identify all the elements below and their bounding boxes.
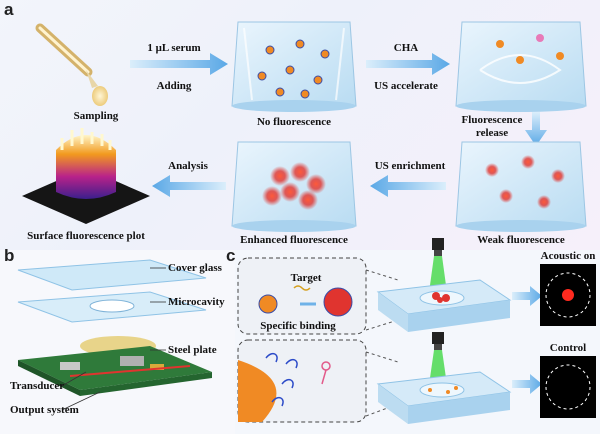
arrow-cha bbox=[366, 53, 450, 75]
label-output-system: Output system bbox=[10, 404, 79, 416]
well-no-fluorescence bbox=[231, 21, 357, 112]
label-adding: Adding bbox=[156, 80, 192, 92]
label-transducer: Transducer bbox=[10, 380, 65, 392]
label-microcavity: Microcavity bbox=[168, 296, 225, 308]
arrow-to-result-on bbox=[512, 286, 542, 306]
arrow-to-result-control bbox=[512, 374, 542, 394]
transducer-element bbox=[69, 365, 191, 377]
label-control: Control bbox=[549, 342, 587, 354]
label-acoustic-on: Acoustic on bbox=[540, 250, 596, 262]
label-sampling: Sampling bbox=[73, 110, 119, 122]
arrow-release bbox=[525, 112, 547, 146]
label-no-fluorescence: No fluorescence bbox=[256, 116, 332, 128]
label-serum: 1 μL serum bbox=[147, 42, 201, 54]
pcb-layer bbox=[18, 346, 212, 390]
panel-b-leaders bbox=[61, 267, 166, 411]
well-fluorescence-release bbox=[455, 21, 587, 112]
zoom-hairpin-box bbox=[237, 339, 367, 423]
label-target: Target bbox=[290, 272, 322, 284]
label-cha: CHA bbox=[393, 42, 419, 54]
label-analysis: Analysis bbox=[168, 160, 208, 172]
result-control bbox=[540, 356, 596, 418]
nanoparticles-no-fluorescence bbox=[257, 39, 330, 99]
bound-nanoparticle-icon bbox=[323, 287, 353, 317]
zoom-binding-box bbox=[237, 257, 367, 335]
label-cover-glass: Cover glass bbox=[168, 262, 222, 274]
chip-control bbox=[376, 332, 512, 424]
panel-letter-a: a bbox=[4, 0, 14, 19]
panel-letter-c: c bbox=[226, 246, 236, 265]
label-fluorescence-release-1: Fluorescence bbox=[461, 114, 523, 126]
label-steel-plate: Steel plate bbox=[168, 344, 217, 356]
label-weak-fluorescence: Weak fluorescence bbox=[477, 234, 565, 246]
device-exploded-view bbox=[17, 259, 212, 396]
panel-letter-b: b bbox=[4, 246, 15, 265]
nanoparticle-icon bbox=[258, 294, 278, 314]
target-icon bbox=[293, 285, 311, 291]
cover-glass-layer bbox=[17, 259, 207, 291]
well-weak-fluorescence bbox=[455, 141, 587, 232]
label-us-accelerate: US accelerate bbox=[374, 80, 438, 92]
droplet-icon bbox=[92, 86, 108, 106]
label-surface-plot: Surface fluorescence plot bbox=[27, 230, 145, 242]
arrow-adding bbox=[130, 53, 228, 75]
label-enhanced-fluorescence: Enhanced fluorescence bbox=[240, 234, 348, 246]
pipette-icon bbox=[35, 23, 108, 106]
label-fluorescence-release-2: release bbox=[475, 127, 509, 139]
well-enhanced-fluorescence bbox=[231, 141, 357, 232]
arrow-analysis bbox=[152, 175, 226, 197]
surface-fluorescence-plot bbox=[22, 128, 150, 224]
chip-acoustic-on bbox=[376, 238, 512, 332]
label-specific-binding: Specific binding bbox=[260, 320, 336, 332]
label-us-enrichment: US enrichment bbox=[374, 160, 446, 172]
arrow-us-enrichment bbox=[370, 175, 446, 197]
result-acoustic-on bbox=[540, 264, 596, 326]
